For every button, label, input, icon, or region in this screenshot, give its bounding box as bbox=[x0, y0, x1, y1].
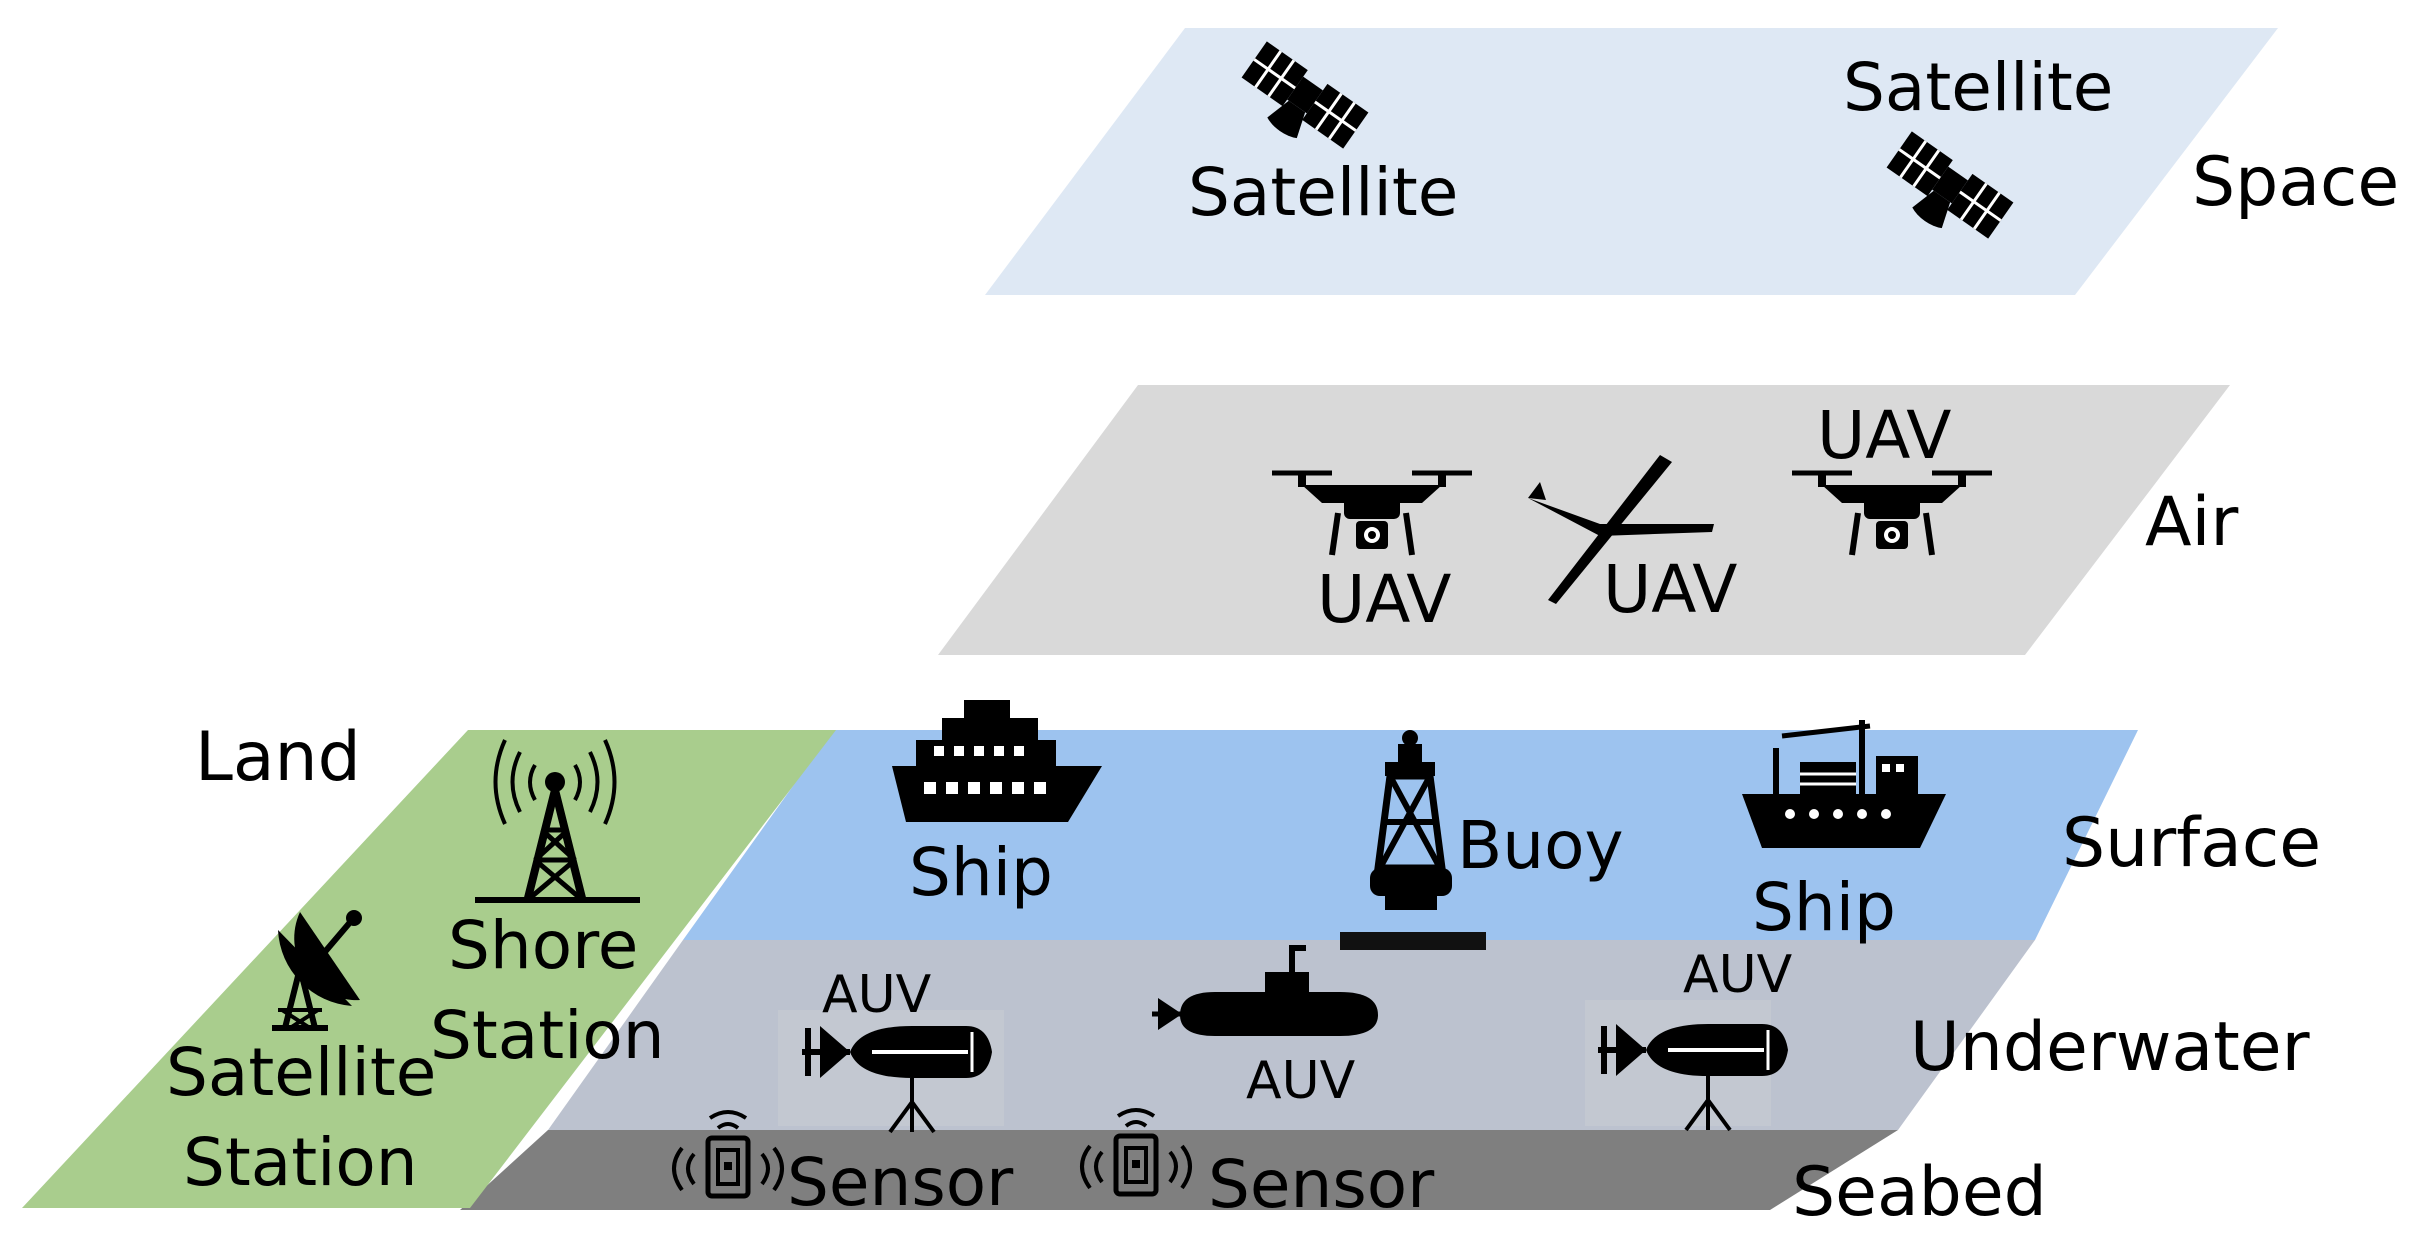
node-label-shore-station: Shore bbox=[448, 907, 638, 984]
land-layer bbox=[22, 730, 836, 1208]
node-label-buoy: Buoy bbox=[1457, 807, 1624, 884]
node-label-satellite: Satellite bbox=[1843, 49, 2113, 126]
submarine-icon bbox=[1152, 945, 1378, 1036]
node-label-satellite-station: Station bbox=[183, 1124, 418, 1201]
node-label-ship: Ship bbox=[1752, 869, 1896, 946]
layer-label-space: Space bbox=[2192, 143, 2399, 222]
layer-label-surface: Surface bbox=[2062, 804, 2321, 883]
node-label-shore-station: Station bbox=[430, 997, 665, 1074]
seabed-layer bbox=[460, 1130, 1898, 1210]
node-label-ship: Ship bbox=[909, 834, 1053, 911]
node-label-sensor: Sensor bbox=[787, 1144, 1014, 1221]
radio-tower-icon bbox=[475, 739, 640, 903]
node-label-sensor: Sensor bbox=[1208, 1146, 1435, 1223]
fixed-wing-drone-icon bbox=[1528, 455, 1714, 604]
layer-label-air: Air bbox=[2145, 483, 2238, 562]
layer-label-underwater: Underwater bbox=[1910, 1008, 2310, 1087]
buoy-icon bbox=[1340, 730, 1486, 950]
node-label-uav: UAV bbox=[1317, 561, 1451, 638]
satellite-dish-icon bbox=[272, 910, 362, 1031]
node-label-satellite-station: Satellite bbox=[166, 1034, 436, 1111]
layer-label-seabed: Seabed bbox=[1792, 1153, 2047, 1232]
node-label-auv: AUV bbox=[822, 965, 932, 1025]
node-label-satellite: Satellite bbox=[1188, 154, 1458, 231]
node-label-uav: UAV bbox=[1817, 397, 1951, 474]
node-label-auv: AUV bbox=[1683, 945, 1793, 1005]
layer-label-land: Land bbox=[195, 718, 361, 797]
node-label-auv: AUV bbox=[1246, 1051, 1356, 1111]
node-label-uav: UAV bbox=[1603, 551, 1737, 628]
